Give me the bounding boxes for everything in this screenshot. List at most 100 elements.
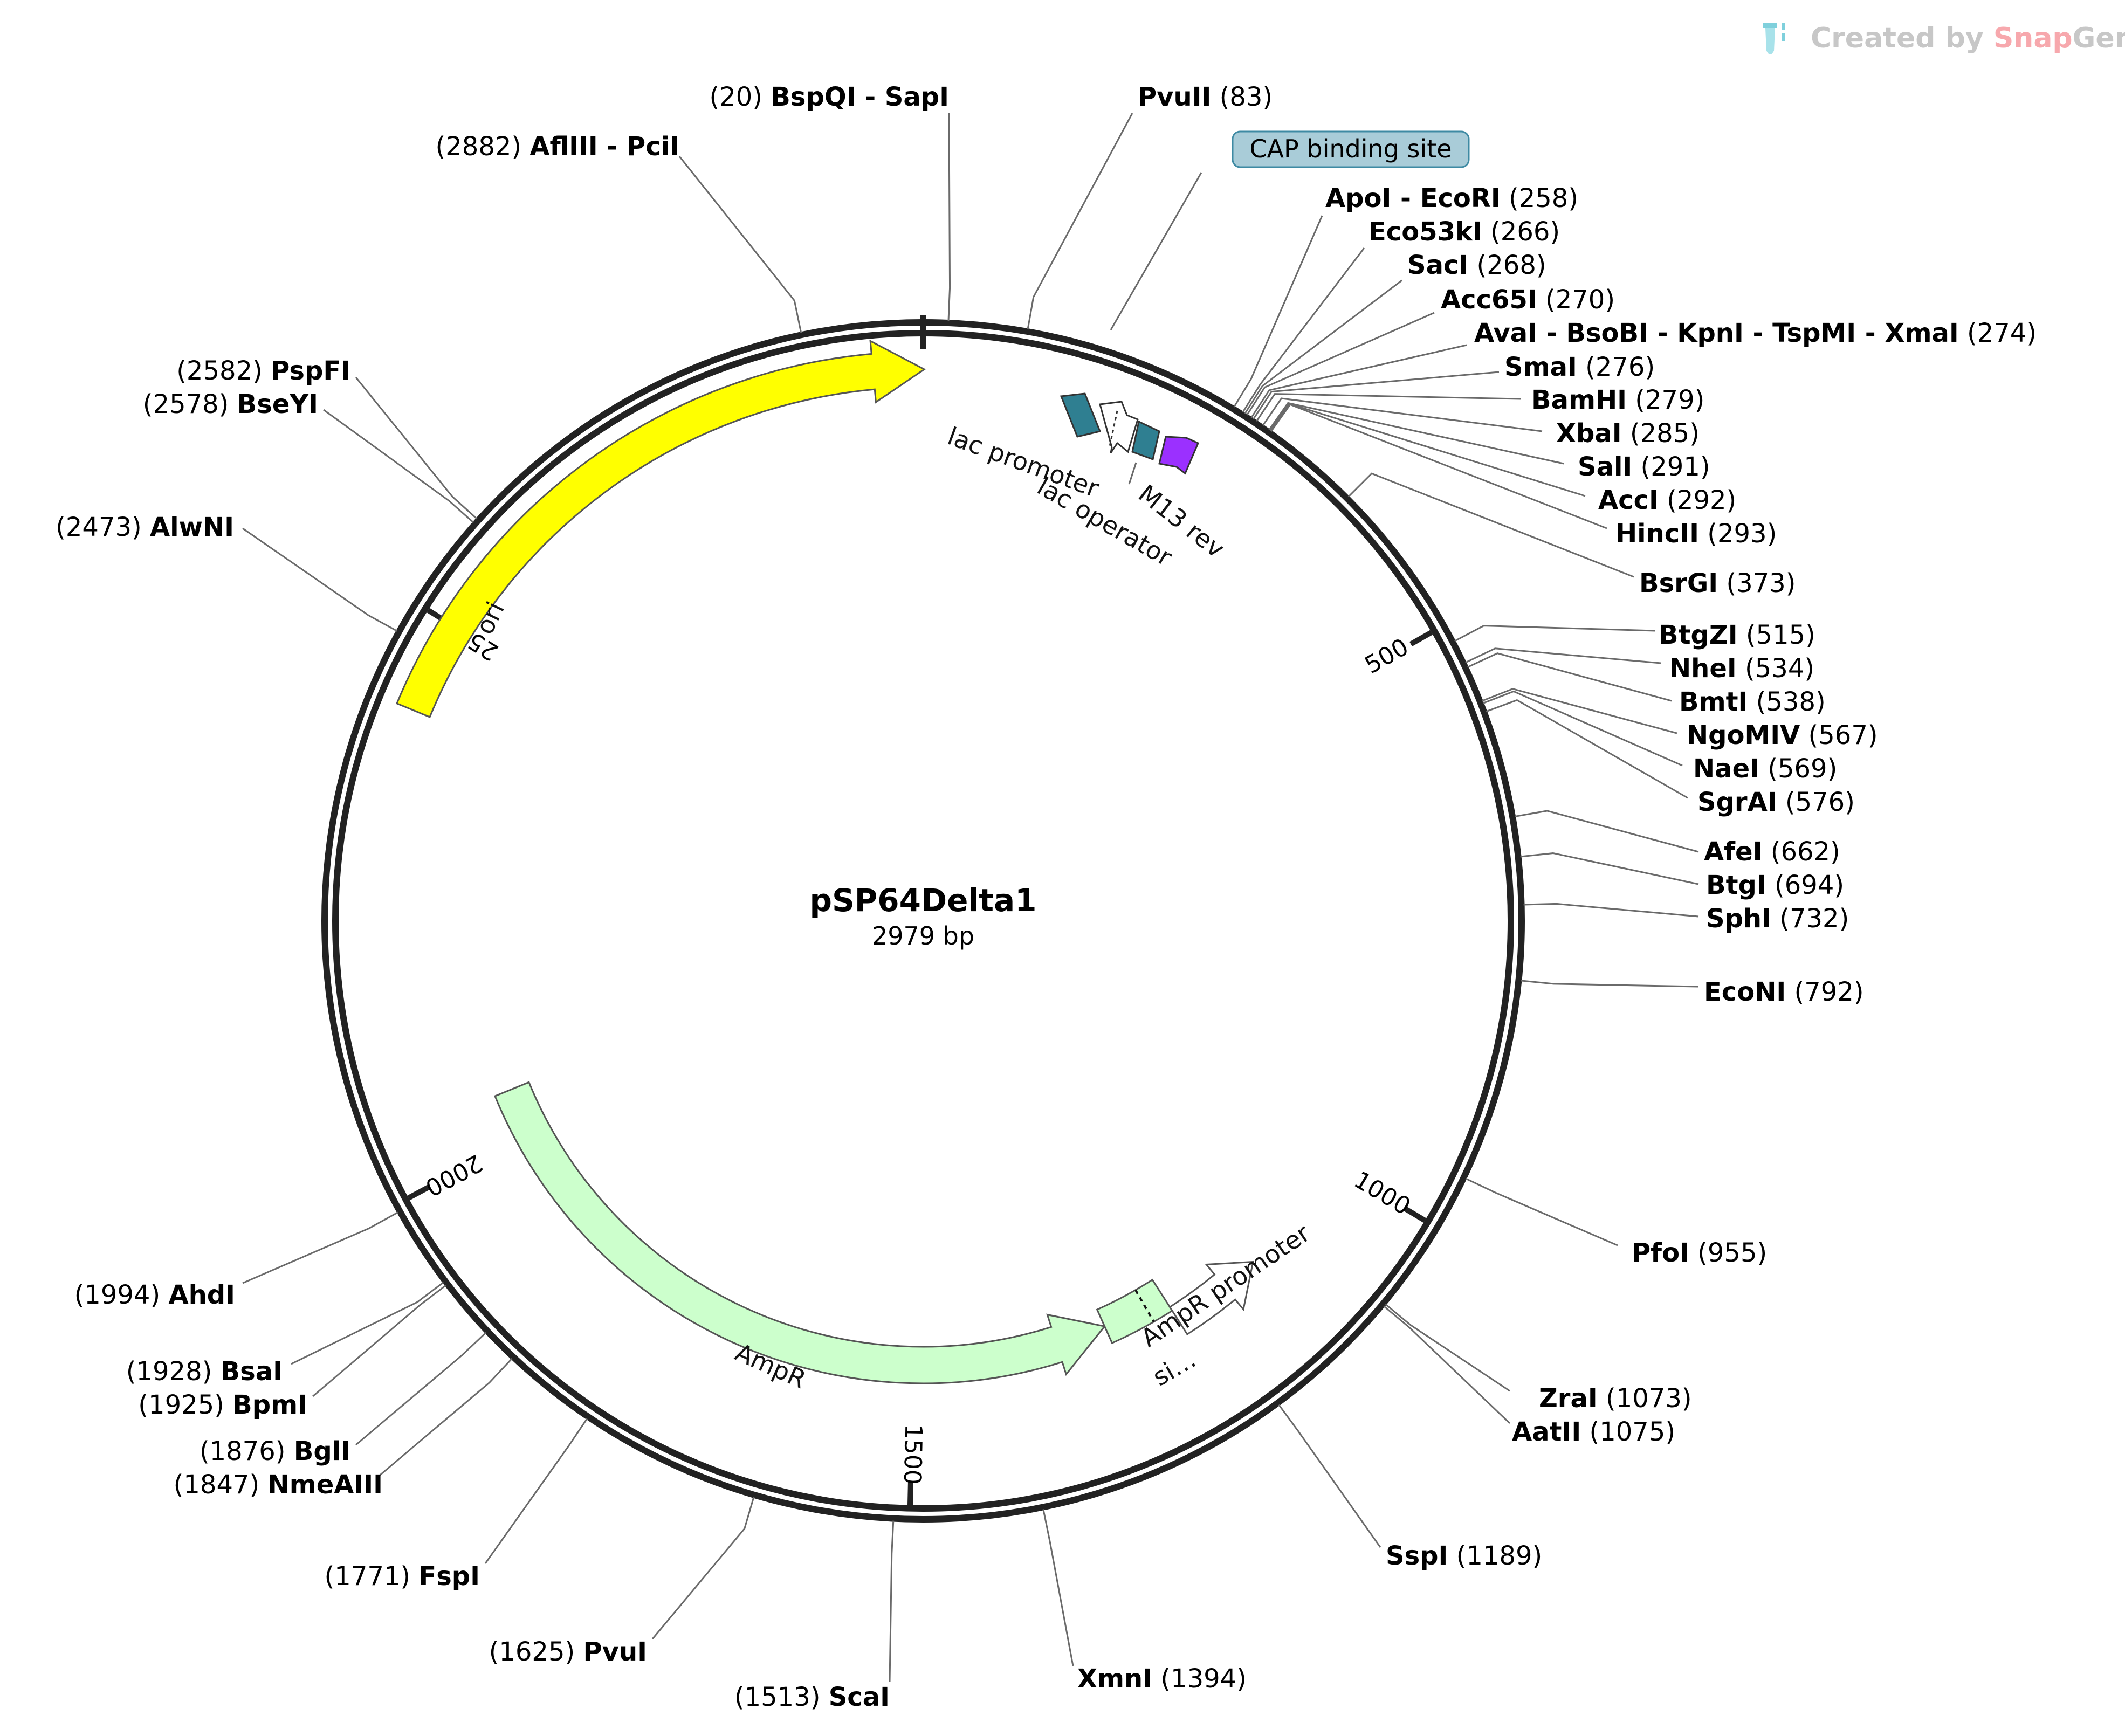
tick-mark-500 (1409, 630, 1433, 647)
site-position: (258) (1501, 183, 1578, 213)
watermark-brand-gene: Gene (2073, 22, 2125, 54)
site-label[interactable]: (1876) BglI (200, 1436, 350, 1466)
site-leader (1486, 699, 1688, 799)
site-label[interactable]: AatII (1075) (1512, 1417, 1675, 1447)
feature-ampr-arrow[interactable] (494, 1081, 1106, 1384)
site-label[interactable]: AvaI - BsoBI - KpnI - TspMI - XmaI (274) (1474, 318, 2037, 348)
site-label[interactable]: (1771) FspI (325, 1561, 480, 1592)
site-name: BtgZI (1659, 620, 1738, 650)
feature-lac-promoter-arrow[interactable] (1099, 401, 1139, 453)
site-label[interactable]: AccI (292) (1598, 485, 1736, 515)
site-leader (678, 156, 802, 333)
site-label[interactable]: (2578) BseYI (143, 389, 318, 419)
feature-m13-rev-arrow[interactable] (1158, 436, 1199, 475)
site-leader (1523, 903, 1699, 918)
site-label[interactable]: (1925) BpmI (138, 1390, 307, 1420)
site-label[interactable]: NgoMIV (567) (1687, 720, 1878, 750)
site-label[interactable]: ApoI - EcoRI (258) (1325, 183, 1578, 213)
site-label[interactable]: (1847) NmeAIII (174, 1470, 383, 1500)
backbone-outer-ring (321, 319, 1525, 1523)
site-name: BmtI (1679, 687, 1748, 717)
site-position: (955) (1689, 1238, 1767, 1268)
site-position: (285) (1622, 418, 1700, 449)
site-label[interactable]: SmaI (276) (1504, 352, 1655, 382)
site-label[interactable]: BsrGI (373) (1639, 568, 1796, 598)
cap-label-box[interactable] (1232, 130, 1470, 168)
site-leader (484, 1418, 588, 1564)
lac-operator-leader (1128, 462, 1137, 485)
site-position: (1513) (734, 1682, 829, 1712)
site-position: (662) (1762, 837, 1840, 867)
feature-lac-operator[interactable] (1131, 420, 1160, 460)
site-leader (1242, 247, 1365, 413)
site-name: AflIII - PciI (529, 132, 679, 162)
site-label[interactable]: ZraI (1073) (1539, 1383, 1692, 1414)
site-position: (20) (710, 82, 771, 112)
watermark-prefix: Created by (1811, 22, 1993, 54)
site-label[interactable]: (1928) BsaI (126, 1356, 283, 1387)
site-label[interactable]: SgrAI (576) (1697, 787, 1855, 817)
site-label[interactable]: BamHI (279) (1531, 385, 1704, 415)
site-position: (270) (1537, 285, 1615, 315)
site-label[interactable]: PfoI (955) (1632, 1238, 1767, 1268)
site-name: PspFI (271, 356, 350, 386)
site-label[interactable]: (1625) PvuI (489, 1637, 647, 1667)
feature-ori-arrow[interactable] (396, 339, 926, 718)
site-name: Acc65I (1441, 285, 1537, 315)
site-leader (1465, 647, 1661, 664)
site-label[interactable]: SspI (1189) (1386, 1541, 1542, 1571)
site-label[interactable]: XmnI (1394) (1077, 1664, 1247, 1694)
site-leader (355, 1332, 487, 1446)
site-label[interactable]: (2882) AflIII - PciI (436, 132, 679, 162)
site-label[interactable]: BtgZI (515) (1659, 620, 1815, 650)
site-position: (293) (1699, 519, 1777, 549)
site-position: (515) (1738, 620, 1815, 650)
feature-cap-binding-site[interactable] (1060, 392, 1102, 438)
site-position: (2882) (436, 132, 530, 162)
site-label[interactable]: SphI (732) (1706, 904, 1849, 934)
tick-label-2000: 2000 (421, 1149, 487, 1202)
site-name: EcoNI (1704, 977, 1786, 1007)
site-leader (1253, 371, 1500, 420)
site-label[interactable]: Eco53kI (266) (1368, 217, 1560, 247)
site-label[interactable]: XbaI (285) (1556, 418, 1700, 449)
site-position: (291) (1632, 452, 1710, 482)
site-label[interactable]: BmtI (538) (1679, 687, 1826, 717)
site-position: (538) (1748, 687, 1825, 717)
tick-mark-1000 (1403, 1205, 1427, 1223)
site-label[interactable]: Acc65I (270) (1441, 285, 1615, 315)
site-name: BamHI (1531, 385, 1627, 415)
site-leader (1521, 980, 1699, 988)
site-position: (2578) (143, 389, 237, 419)
site-position: (1847) (174, 1470, 268, 1500)
site-label[interactable]: (20) BspQI - SapI (710, 82, 950, 112)
site-label[interactable]: NheI (534) (1669, 653, 1814, 684)
site-leader (1262, 397, 1543, 432)
site-position: (534) (1737, 653, 1814, 684)
site-label[interactable]: (1994) AhdI (74, 1280, 235, 1310)
site-label[interactable]: HincII (293) (1615, 519, 1777, 549)
site-label[interactable]: EcoNI (792) (1704, 977, 1864, 1007)
site-label[interactable]: (1513) ScaI (734, 1682, 890, 1712)
site-label[interactable]: NaeI (569) (1693, 754, 1837, 784)
site-leader (889, 1520, 895, 1683)
site-label[interactable]: PvuII (83) (1138, 82, 1273, 112)
site-leader (1482, 690, 1683, 767)
site-name: SgrAI (1697, 787, 1777, 817)
site-label[interactable]: AfeI (662) (1704, 837, 1840, 867)
site-name: PfoI (1632, 1238, 1689, 1268)
site-position: (1928) (126, 1356, 221, 1387)
site-label[interactable]: (2473) AlwNI (56, 512, 234, 542)
site-label[interactable]: SacI (268) (1407, 250, 1546, 280)
site-name: AatII (1512, 1417, 1581, 1447)
feature-ampr-promoter-arrow[interactable] (1168, 1260, 1254, 1335)
site-name: AccI (1598, 485, 1659, 515)
site-leader (1027, 113, 1133, 330)
site-leader (291, 1282, 444, 1365)
site-label[interactable]: BtgI (694) (1706, 870, 1844, 900)
site-label[interactable]: (2582) PspFI (176, 356, 350, 386)
site-name: NheI (1669, 653, 1737, 684)
site-position: (569) (1759, 754, 1837, 784)
site-label[interactable]: SalI (291) (1578, 452, 1710, 482)
